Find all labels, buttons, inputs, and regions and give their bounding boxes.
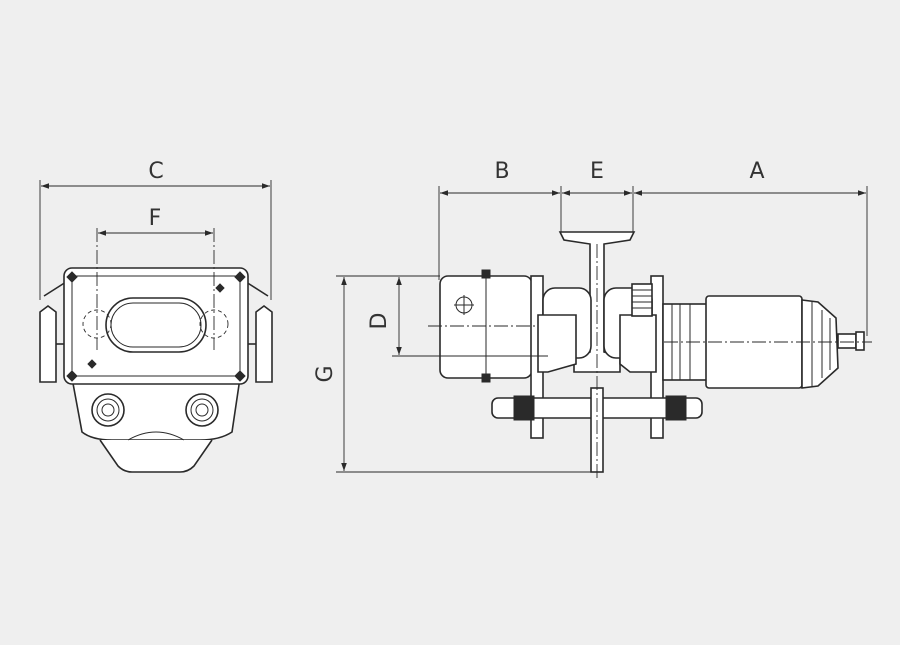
dim-label-c: C [148,159,163,184]
side-view [428,231,872,480]
dim-label-a: A [749,159,764,184]
dimension-labels: C F B E A D G [148,159,764,383]
dim-label-e: E [590,159,604,184]
dim-label-g: G [313,365,338,382]
dim-label-f: F [149,206,162,231]
dimension-lines [39,180,868,473]
dim-label-b: B [494,159,509,184]
front-view [39,228,273,473]
dim-label-d: D [367,313,392,330]
